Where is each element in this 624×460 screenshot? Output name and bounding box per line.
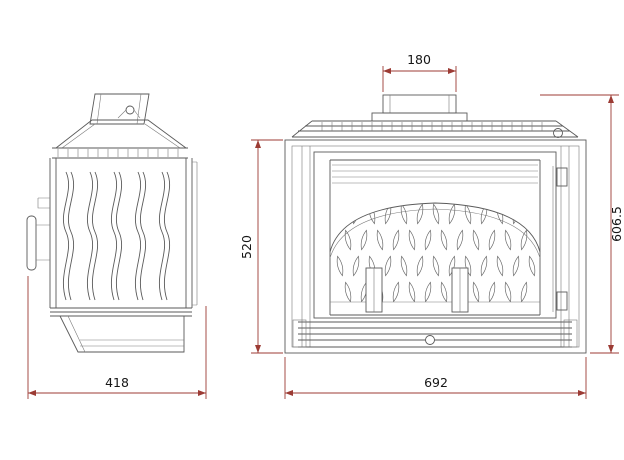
glass-arch: [329, 202, 541, 253]
dim-label-firebox-height: 520: [239, 235, 254, 259]
door-hinge-bottom: [556, 291, 568, 311]
ash-drawer-knob: [425, 335, 435, 345]
front-flue-collar: [371, 112, 468, 122]
front-door-frame: [313, 151, 557, 319]
dimension-annotations: 180 418 692 520 606.5: [27, 52, 624, 399]
front-view-drawing: [284, 94, 587, 354]
dim-label-flue-width: 180: [407, 52, 431, 67]
side-wave-panel: [62, 171, 171, 301]
damper-control-knob: [553, 128, 563, 138]
door-top-louvers: [332, 164, 538, 184]
side-view-drawing: [26, 93, 198, 353]
side-damper-knob: [125, 105, 135, 115]
side-top-vents: [57, 149, 179, 157]
side-flue-stub: [89, 93, 150, 125]
dim-label-front-width: 692: [424, 375, 448, 390]
dim-label-overall-height: 606.5: [609, 206, 624, 242]
front-outer-frame: [284, 139, 587, 354]
side-base: [59, 315, 185, 353]
door-hinge-top: [556, 167, 568, 187]
dim-label-side-depth: 418: [105, 375, 129, 390]
top-cap-vents: [321, 122, 543, 131]
front-flue-pipe: [382, 94, 457, 114]
side-body: [49, 158, 193, 309]
side-door-handle: [26, 215, 37, 271]
